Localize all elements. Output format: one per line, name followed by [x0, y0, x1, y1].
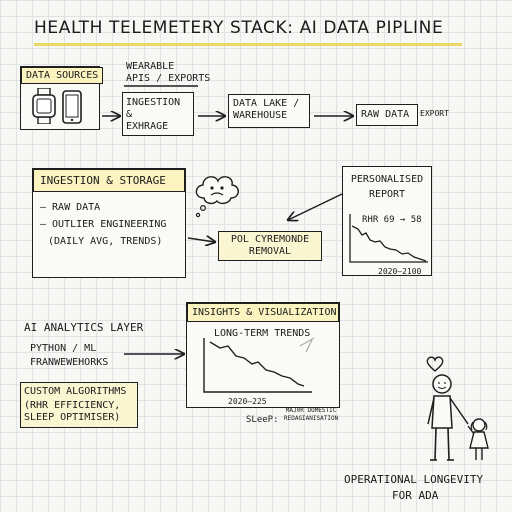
storage-item-raw: — RAW DATA — [40, 202, 101, 213]
page-title: HEALTH TELEMETERY STACK: AI DATA PIPLINE — [34, 18, 444, 38]
storage-item-daily: (DAILY AVG, TRENDS) — [48, 236, 163, 247]
report-metric-label: RHR 69 → 58 — [362, 215, 422, 225]
smartwatch-icon — [32, 88, 56, 124]
worried-cloud-icon — [195, 176, 239, 218]
custom-algorithms-body: (RHR EFFICIENCY, SLEEP OPTIMISER) — [24, 400, 121, 423]
raw-data-label: RAW DATA — [361, 109, 410, 120]
chart-label: LONG-TERM TRENDS — [214, 328, 311, 339]
personalised-report-title: PERSONALISED REPORT — [350, 174, 424, 200]
footer-line1: OPERATIONAL LONGEVITY — [344, 473, 484, 486]
storage-item-outlier: — OUTLIER ENGINEERING — [40, 219, 167, 230]
report-axes — [349, 214, 428, 263]
chart-range-label: 2020–225 — [228, 397, 267, 406]
sleep-note: MAJ0R DOMESTIC REDAGIANISATION — [284, 407, 339, 422]
custom-algorithms-title: CUSTOM ALGORITHMS — [24, 386, 127, 397]
data-lake-label: DATA LAKE / WAREHOUSE — [233, 98, 300, 121]
ai-analytics-body: PYTHON / ML FRANWEWEHORKS — [30, 343, 109, 368]
arrow-report-to-outlier — [288, 193, 343, 220]
ingestion-label: INGESTION & EXHRAGE — [126, 97, 181, 132]
insights-trend-line — [209, 341, 305, 387]
insights-axes — [203, 338, 312, 393]
raw-data-box — [356, 104, 418, 126]
report-range-label: 2020–2100 — [378, 267, 422, 276]
data-lake-box — [228, 94, 310, 128]
title-underline — [34, 43, 462, 46]
custom-algorithms-box — [20, 382, 138, 428]
outlier-removal-label: POL CYREMONDE REMOVAL — [230, 234, 310, 257]
data-sources-label: DATA SOURCES — [21, 67, 104, 84]
ingestion-storage-title: INGESTION & STORAGE — [33, 169, 185, 192]
insights-title: INSIGHTS & VISUALIZATION — [187, 303, 339, 322]
ingestion-box — [122, 92, 194, 136]
export-label: EXPORT — [420, 109, 449, 118]
wearable-apis-label: WEARABLE APIS / EXPORTS — [126, 61, 211, 84]
report-mini-chart — [349, 214, 428, 263]
insights-chart — [203, 337, 315, 393]
arrow-storage-to-outlier — [187, 238, 215, 242]
sleep-label: SLeeP: — [246, 415, 279, 425]
footer-line2: FOR ADA — [392, 489, 439, 502]
report-trend-line — [351, 225, 427, 262]
parent-child-icon — [427, 374, 489, 461]
smartphone-icon — [62, 90, 82, 124]
heart-icon — [426, 356, 444, 372]
pencil-mark — [299, 337, 315, 353]
ai-analytics-title: AI ANALYTICS LAYER — [24, 321, 144, 334]
outlier-removal-box — [218, 231, 322, 261]
